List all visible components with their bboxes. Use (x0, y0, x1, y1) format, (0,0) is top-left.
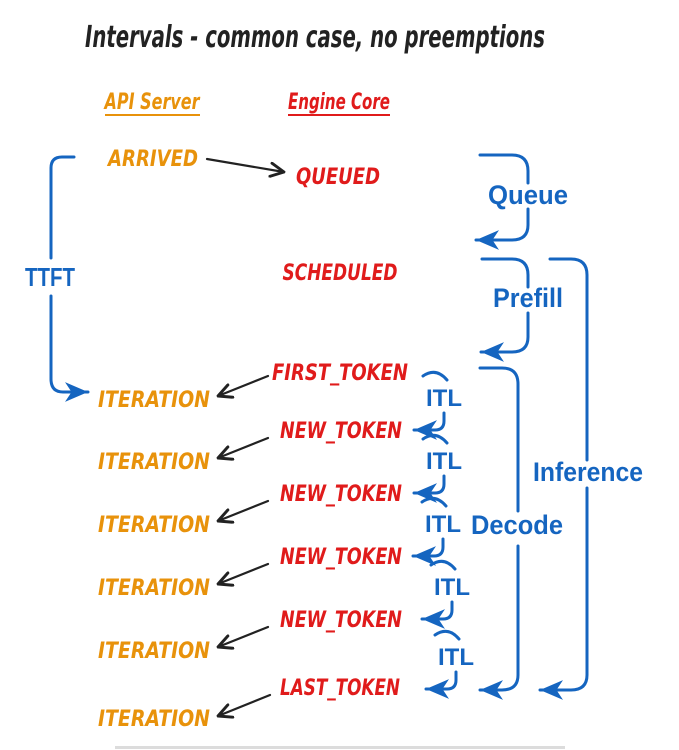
itl-bracket-4-arrow (420, 600, 454, 629)
label-itl-4: ITL (434, 574, 470, 601)
itl-bracket-5-arrow (424, 670, 458, 699)
arrow-arrived-to-queued (205, 157, 284, 172)
arrow-new-token-2-to-iteration-3 (218, 499, 270, 521)
itl-bracket-5-top (433, 629, 461, 641)
event-new-token-1: NEW_TOKEN (280, 419, 402, 444)
arrow-first-token-to-iteration-1 (218, 374, 270, 396)
inference-bracket-arrow (538, 486, 589, 700)
api-server-header: API Server (103, 90, 200, 115)
itl-bracket-1-arrow (412, 411, 446, 440)
arrow-new-token-1-to-iteration-2 (218, 436, 270, 458)
itl-bracket-2-arrow (412, 474, 446, 503)
event-scheduled: SCHEDULED (283, 261, 398, 286)
event-new-token-4: NEW_TOKEN (280, 608, 402, 633)
inference-bracket-top (548, 257, 589, 462)
itl-bracket-2-top (421, 433, 449, 445)
event-last-token: LAST_TOKEN (280, 676, 400, 701)
itl-bracket-1-top (421, 370, 449, 382)
itl-bracket-4-top (429, 559, 457, 571)
decode-bracket-top (478, 366, 520, 513)
itl-bracket-3-top (420, 496, 448, 508)
queue-bracket-top (478, 153, 530, 185)
engine-core-header: Engine Core (288, 90, 390, 115)
queue-bracket-arrow (474, 207, 530, 250)
label-itl-5: ITL (438, 644, 474, 671)
itl-bracket-3-arrow (411, 537, 445, 566)
ttft-bracket-arrow (49, 294, 90, 402)
event-arrived: ARRIVED (106, 147, 198, 172)
arrow-last-token-to-iteration-6 (218, 693, 272, 716)
bottom-divider (115, 746, 565, 749)
event-iteration-6: ITERATION (98, 707, 210, 732)
arrow-new-token-3-to-iteration-4 (218, 562, 270, 584)
label-queue: Queue (488, 180, 568, 210)
event-iteration-3: ITERATION (98, 513, 210, 538)
decode-bracket-arrow (478, 544, 520, 700)
ttft-bracket-top (49, 155, 76, 260)
prefill-bracket-arrow (479, 311, 530, 362)
event-iteration-4: ITERATION (98, 576, 210, 601)
event-iteration-2: ITERATION (98, 450, 210, 475)
label-itl-3: ITL (425, 511, 461, 538)
event-iteration-5: ITERATION (98, 639, 210, 664)
label-inference: Inference (533, 457, 643, 487)
event-first-token: FIRST_TOKEN (272, 361, 408, 386)
event-iteration-1: ITERATION (98, 388, 210, 413)
arrow-new-token-4-to-iteration-5 (218, 625, 270, 647)
label-itl-1: ITL (426, 385, 462, 412)
event-new-token-3: NEW_TOKEN (280, 545, 402, 570)
page-title: Intervals - common case, no preemptions (85, 20, 545, 55)
label-ttft: TTFT (25, 262, 75, 292)
label-decode: Decode (471, 510, 563, 540)
label-prefill: Prefill (493, 283, 563, 313)
label-itl-2: ITL (426, 448, 462, 475)
event-queued: QUEUED (296, 165, 380, 190)
event-new-token-2: NEW_TOKEN (280, 482, 402, 507)
prefill-bracket-top (480, 257, 530, 289)
